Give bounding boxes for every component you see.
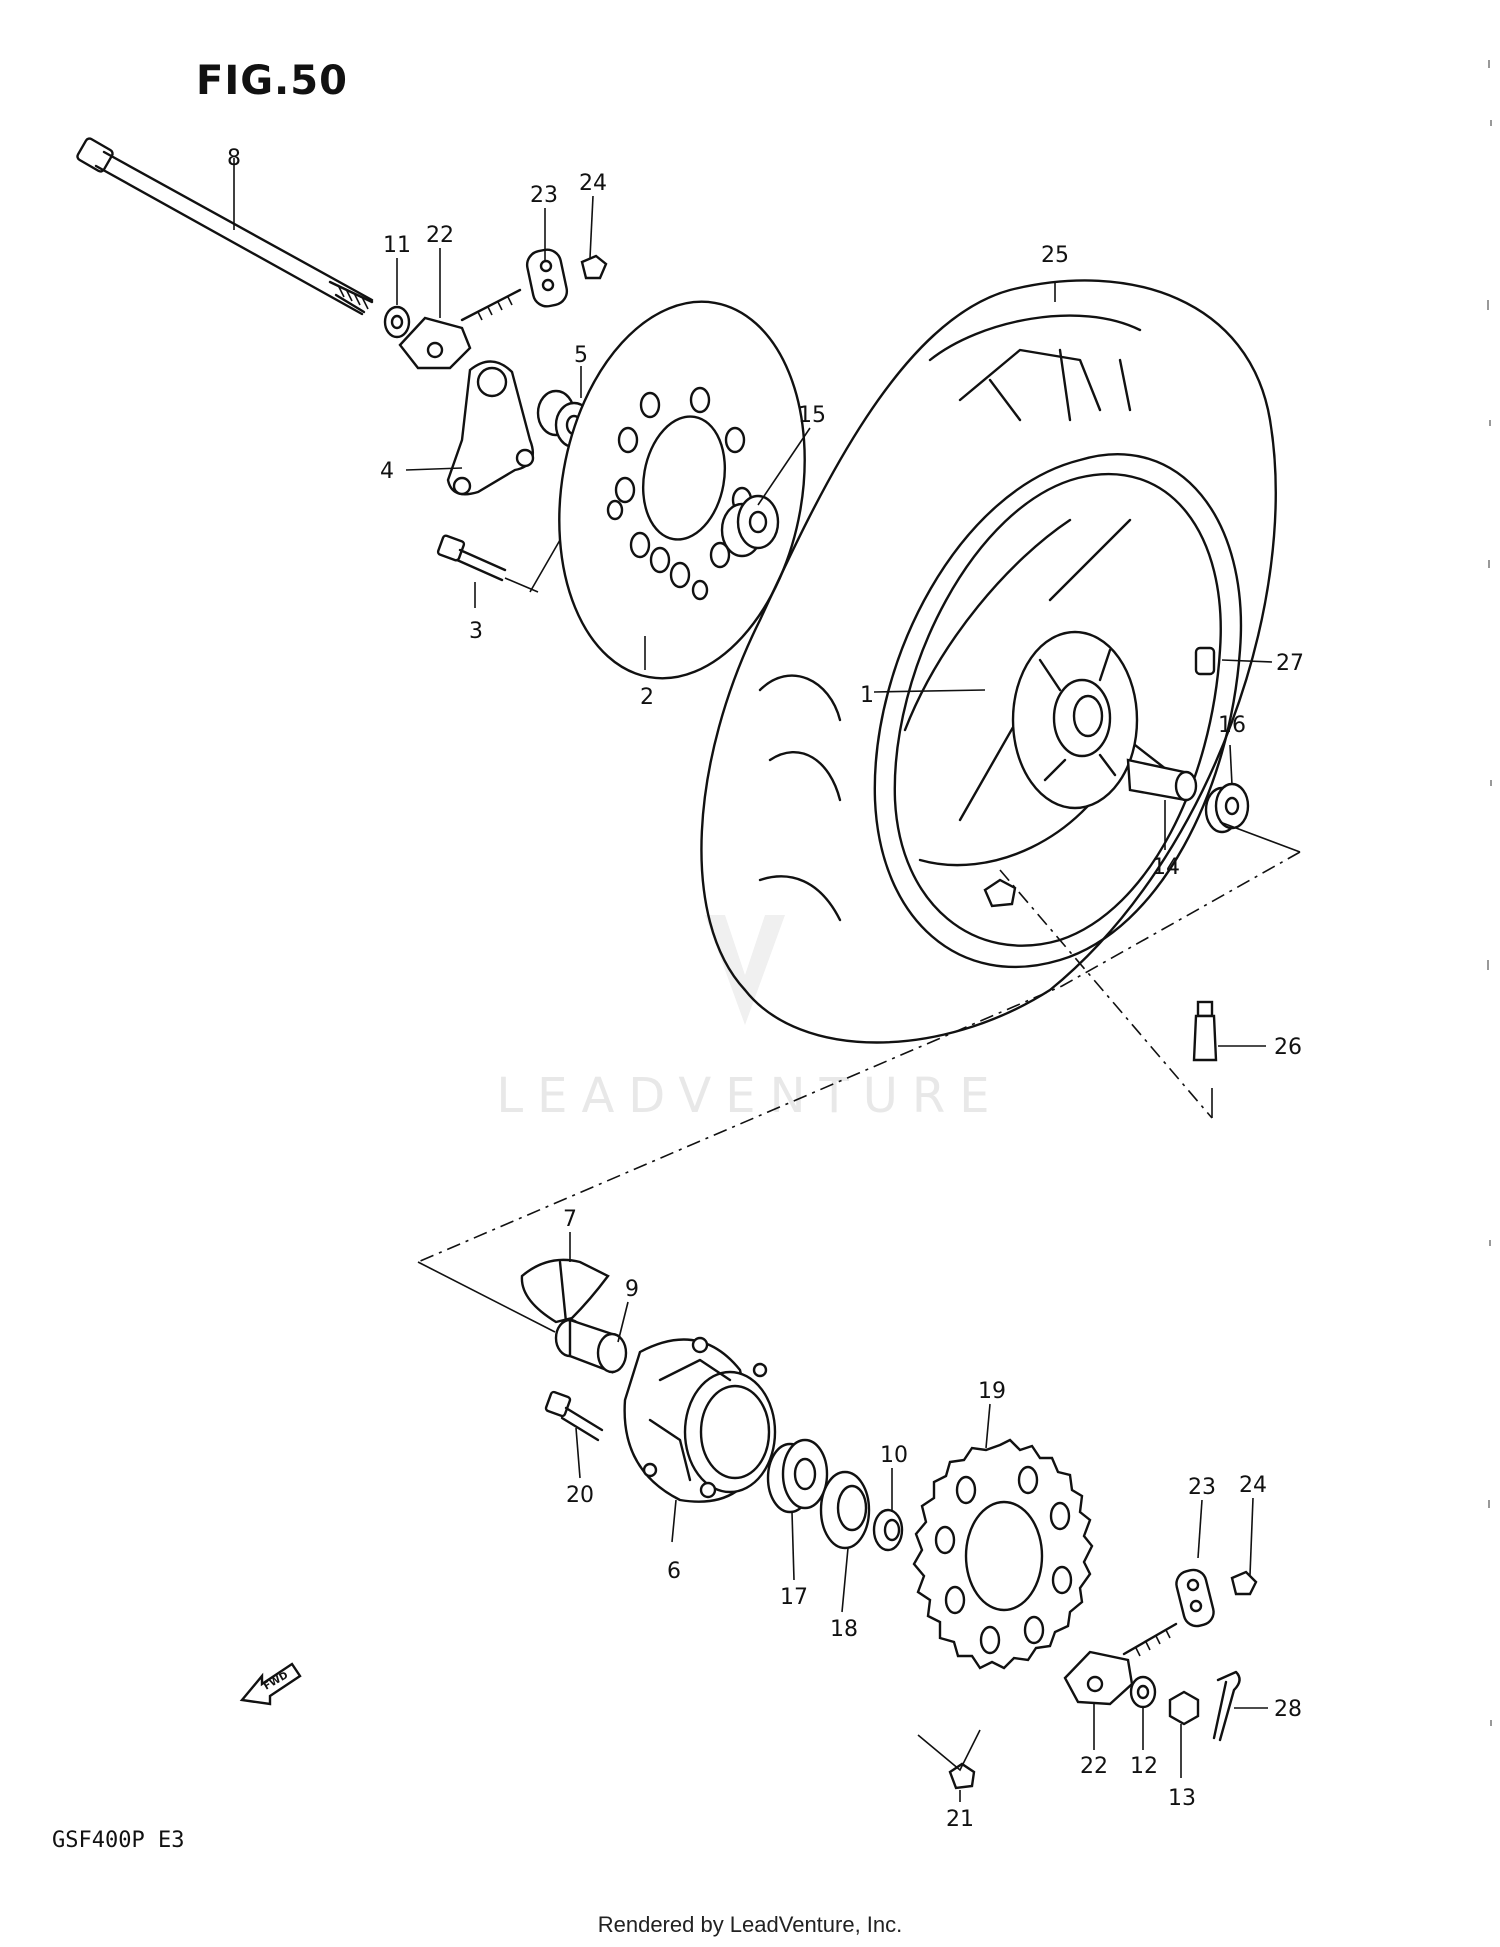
- rear-sprocket-19: [912, 1438, 1094, 1670]
- spacer-10: [872, 1508, 904, 1552]
- brake-disc-2: [558, 300, 806, 680]
- callout-7: 7: [563, 1207, 577, 1232]
- caliper-bracket-4: [446, 360, 535, 496]
- callout-16: 16: [1218, 713, 1246, 738]
- callout-21: 21: [946, 1807, 974, 1832]
- callout-9: 9: [625, 1277, 639, 1302]
- bolt-20: [544, 1390, 604, 1442]
- spacer-14: [1126, 758, 1198, 802]
- callout-23-lower: 23: [1188, 1475, 1216, 1500]
- callout-22-upper: 22: [426, 223, 454, 248]
- callout-11: 11: [383, 233, 411, 258]
- callout-2: 2: [640, 685, 654, 710]
- nut-24-upper: [580, 254, 608, 280]
- footer-credit: Rendered by LeadVenture, Inc.: [597, 1912, 903, 1937]
- rear-tire-25: [700, 279, 1277, 1044]
- callout-24-upper: 24: [579, 171, 607, 196]
- scan-edge-marks: [1487, 60, 1492, 1726]
- cotter-pin-28: [1212, 1670, 1241, 1742]
- callout-25: 25: [1041, 243, 1069, 268]
- callout-15: 15: [798, 403, 826, 428]
- watermark-logo: [705, 915, 785, 1025]
- bearing-16: [1204, 782, 1250, 834]
- callout-20: 20: [566, 1483, 594, 1508]
- callout-8: 8: [227, 146, 241, 171]
- chain-adjuster-upper: [398, 288, 522, 370]
- callout-labels: 1 2 3 4 5 6 7 8 9 10 11 12 13 14 15 16 1…: [227, 146, 1304, 1832]
- bolt-3: [436, 534, 507, 582]
- nut-21: [948, 1762, 976, 1790]
- callout-26: 26: [1274, 1035, 1302, 1060]
- cush-damper-7: [520, 1258, 610, 1324]
- wheel-rim-1: [873, 453, 1243, 969]
- chain-adjuster-lower: [1063, 1622, 1178, 1706]
- callout-24-lower: 24: [1239, 1473, 1267, 1498]
- balance-weight-27: [1194, 646, 1216, 676]
- nut-24-lower: [1230, 1570, 1258, 1596]
- sprocket-hub-6: [623, 1336, 777, 1503]
- axle-nut-13: [1168, 1690, 1200, 1726]
- fwd-arrow-icon: FWD: [239, 1662, 302, 1706]
- adjuster-plate-upper: [525, 248, 569, 308]
- valve-cap-nut: [983, 878, 1017, 908]
- callout-27: 27: [1276, 651, 1304, 676]
- callout-17: 17: [780, 1585, 808, 1610]
- leader-lines: [233, 158, 1301, 1802]
- oil-seal-18: [819, 1470, 871, 1550]
- callout-13: 13: [1168, 1786, 1196, 1811]
- callout-22-lower: 22: [1080, 1754, 1108, 1779]
- washer-12: [1129, 1675, 1157, 1709]
- adjuster-plate-lower: [1175, 1568, 1215, 1628]
- callout-14: 14: [1152, 855, 1180, 880]
- valve-26: [1192, 1000, 1218, 1062]
- callout-18: 18: [830, 1617, 858, 1642]
- callout-5: 5: [574, 343, 588, 368]
- watermark-text: LEADVENTURE: [496, 1068, 1004, 1124]
- figure-title: FIG.50: [196, 58, 348, 104]
- callout-28: 28: [1274, 1697, 1302, 1722]
- bearing-15: [720, 494, 780, 558]
- axle-part: [76, 137, 374, 316]
- callout-12: 12: [1130, 1754, 1158, 1779]
- callout-23-upper: 23: [530, 183, 558, 208]
- callout-3: 3: [469, 619, 483, 644]
- callout-6: 6: [667, 1559, 681, 1584]
- bearing-17: [766, 1438, 829, 1514]
- callout-4: 4: [380, 459, 394, 484]
- callout-1: 1: [860, 683, 874, 708]
- callout-10: 10: [880, 1443, 908, 1468]
- model-code: GSF400P E3: [52, 1828, 185, 1853]
- spacer-9: [554, 1318, 628, 1374]
- callout-19: 19: [978, 1379, 1006, 1404]
